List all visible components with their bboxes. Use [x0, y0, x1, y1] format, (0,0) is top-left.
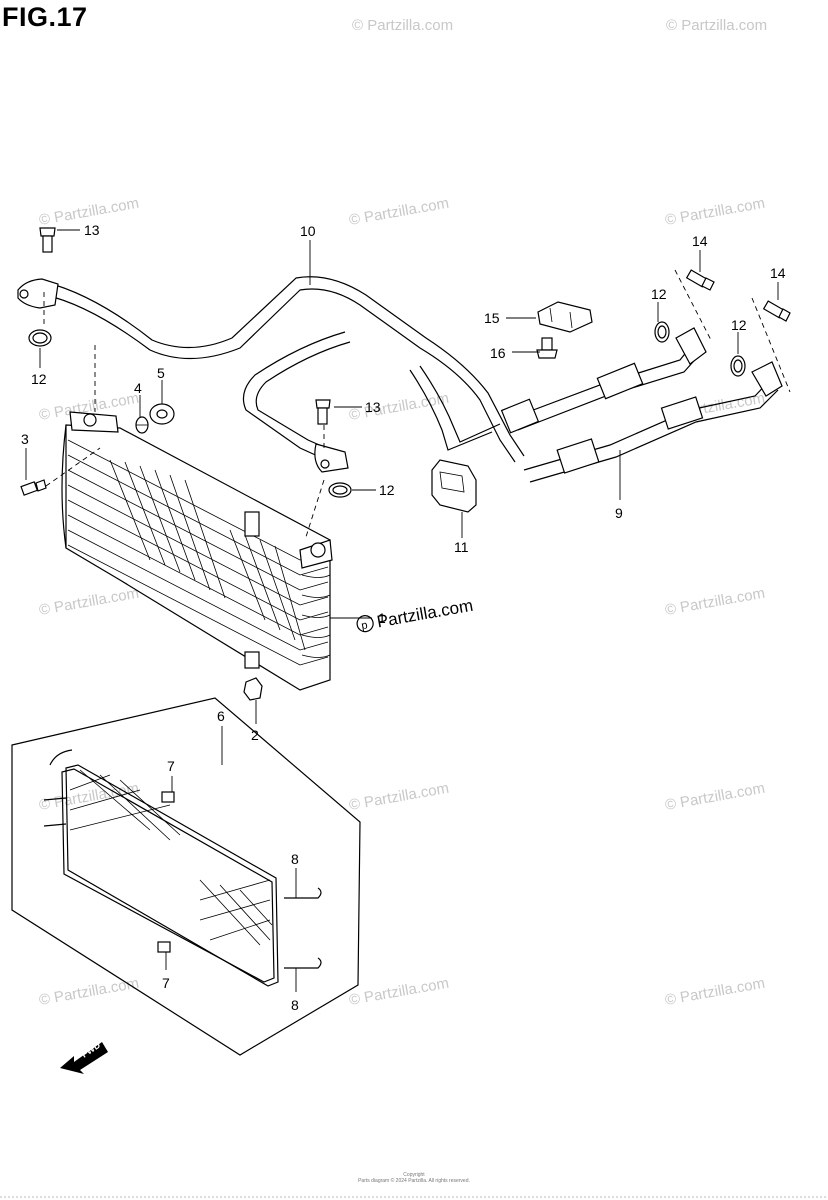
- svg-text:p: p: [360, 619, 368, 632]
- callout-15: 15: [484, 310, 500, 326]
- fwd-arrow: FWD: [60, 1040, 108, 1074]
- o-rings-12: [28, 321, 746, 498]
- center-watermark: p Partzilla.com: [356, 596, 475, 633]
- oil-hose-9: [500, 327, 783, 483]
- watermark: © Partzilla.com: [348, 390, 450, 424]
- cushion-5: [149, 403, 175, 425]
- callouts: 1 2 3 4 5 6 7 7 8 8 9 10 11 12 12 12 12 …: [21, 222, 786, 1013]
- center-watermark-text: Partzilla.com: [375, 596, 474, 632]
- figure-title: FIG.17: [2, 2, 88, 32]
- callout-8: 8: [291, 997, 299, 1013]
- callout-9: 9: [615, 505, 623, 521]
- watermark: © Partzilla.com: [348, 975, 450, 1009]
- watermark: © Partzilla.com: [664, 780, 766, 814]
- watermark: © Partzilla.com: [664, 195, 766, 229]
- collar-4: [135, 416, 149, 434]
- callout-2: 2: [251, 727, 259, 743]
- bolt-13-middle: [315, 399, 331, 425]
- callout-10: 10: [300, 223, 316, 239]
- watermark: © Partzilla.com: [348, 195, 450, 229]
- watermark: © Partzilla.com: [664, 975, 766, 1009]
- watermark: © Partzilla.com: [348, 780, 450, 814]
- clip-2: [243, 677, 263, 701]
- callout-6: 6: [217, 708, 225, 724]
- oil-cooler: [61, 411, 333, 691]
- bracket-15: [537, 301, 593, 333]
- callout-12: 12: [651, 286, 667, 302]
- cooler-fins: [67, 439, 329, 666]
- callout-7: 7: [167, 758, 175, 774]
- callout-12: 12: [731, 317, 747, 333]
- copyright-notice: Copyright Parts diagram © 2024 Partzilla…: [0, 1172, 828, 1184]
- callout-1: 1: [378, 610, 386, 626]
- bolt-14-a: [685, 269, 715, 291]
- bolt-14-b: [762, 300, 791, 322]
- watermark: © Partzilla.com: [352, 17, 453, 34]
- callout-7: 7: [162, 975, 170, 991]
- callout-14: 14: [692, 233, 708, 249]
- oil-pipe-10: [17, 276, 525, 473]
- copyright-line-2: Parts diagram © 2024 Partzilla. All righ…: [358, 1178, 470, 1184]
- callout-3: 3: [21, 431, 29, 447]
- callout-5: 5: [157, 365, 165, 381]
- callout-13: 13: [365, 399, 381, 415]
- callout-13: 13: [84, 222, 100, 238]
- watermarks: © Partzilla.com © Partzilla.com © Partzi…: [38, 17, 767, 1009]
- callout-12: 12: [379, 482, 395, 498]
- callout-4: 4: [134, 380, 142, 396]
- copyright-line-1: Copyright: [403, 1172, 425, 1178]
- assembly-lines: [43, 269, 791, 541]
- watermark: © Partzilla.com: [38, 975, 140, 1009]
- watermark: © Partzilla.com: [38, 585, 140, 619]
- mesh: [69, 769, 273, 946]
- grommet-11: [431, 459, 477, 513]
- callout-8: 8: [291, 851, 299, 867]
- callout-14: 14: [770, 265, 786, 281]
- callout-16: 16: [490, 345, 506, 361]
- bolt-16: [536, 337, 558, 359]
- callout-11: 11: [454, 539, 469, 555]
- leader-lines: [25, 229, 779, 992]
- screen-assembly: [11, 697, 361, 1056]
- watermark: © Partzilla.com: [664, 585, 766, 619]
- bolt-13-top: [39, 227, 56, 253]
- watermark: © Partzilla.com: [666, 17, 767, 34]
- bolt-3: [20, 479, 47, 496]
- callout-12: 12: [31, 371, 47, 387]
